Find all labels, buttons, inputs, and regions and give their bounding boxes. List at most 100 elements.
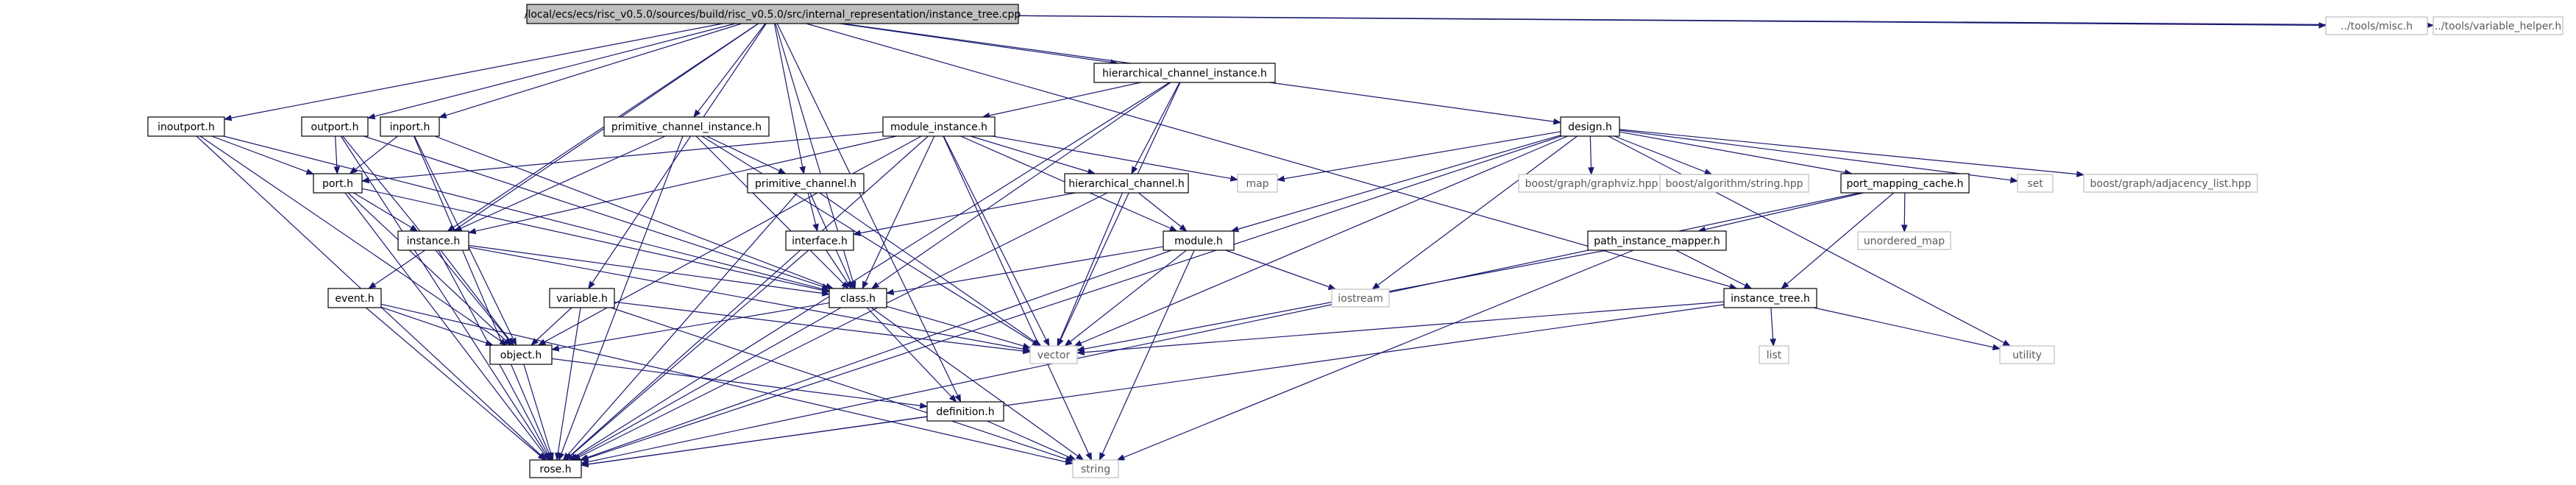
node-object-h[interactable]: object.h [489, 344, 553, 365]
node-box [526, 4, 1019, 24]
node-instance-tree-h[interactable]: instance_tree.h [1723, 288, 1817, 308]
node-label: module_instance.h [890, 121, 987, 133]
node-interface-h[interactable]: interface.h [785, 230, 854, 251]
edge-root-to-inport-h [438, 23, 742, 118]
edge-object-h-to-definition-h [551, 358, 929, 409]
edge-port-mapping-cache-h-to-path-instance-mapper-h [1697, 192, 1864, 233]
node-box [1999, 345, 2055, 364]
node-port-mapping-cache-h[interactable]: port_mapping_cache.h [1840, 173, 1970, 194]
edge-module-instance-h-to-hierarchical-channel-h [970, 135, 1096, 175]
edge-outport-h-to-port-h [333, 135, 341, 175]
node-module-instance-h[interactable]: module_instance.h [882, 116, 996, 137]
edge-root-to-instance-h [447, 23, 759, 232]
node-iostream: iostream [1331, 288, 1390, 308]
node-label: string [1081, 464, 1110, 475]
node-box [1237, 174, 1278, 193]
node-primitive-channel-h[interactable]: primitive_channel.h [747, 173, 865, 194]
node-class-h[interactable]: class.h [828, 288, 887, 308]
node-path-instance-mapper-h[interactable]: path_instance_mapper.h [1587, 230, 1727, 251]
node-box [785, 230, 854, 251]
node-hierarchical-channel-instance-h[interactable]: hierarchical_channel_instance.h [1093, 63, 1276, 83]
node-inport-h[interactable]: inport.h [380, 116, 440, 137]
node-label: list [1767, 350, 1782, 361]
node-port-h[interactable]: port.h [313, 173, 363, 194]
edge-design-h-to-boost-string [1614, 135, 1713, 175]
node-design-h[interactable]: design.h [1560, 116, 1620, 137]
node-box [1093, 63, 1276, 83]
node-label: hierarchical_channel_instance.h [1102, 68, 1267, 79]
edge-primitive-channel-h-to-vector [819, 192, 1042, 347]
node-label: rose.h [539, 464, 571, 475]
node-label: port_mapping_cache.h [1846, 178, 1963, 190]
node-string: string [1072, 459, 1119, 478]
node-label: design.h [1568, 121, 1612, 133]
node-box [397, 230, 469, 251]
node-box [2083, 174, 2258, 193]
node-box [301, 116, 369, 137]
node-label: ../tools/variable_helper.h [2435, 21, 2561, 32]
node-unordered-map: unordered_map [1857, 231, 1951, 250]
edge-class-h-to-vector [886, 305, 1032, 350]
edge-design-h-to-map [1276, 131, 1561, 183]
edge-variable-h-to-string [610, 307, 1074, 462]
edge-module-instance-h-to-port-h [361, 131, 884, 184]
node-root[interactable]: /local/ecs/ecs/risc_v0.5.0/sources/build… [525, 4, 1021, 24]
edge-class-h-to-object-h [550, 302, 830, 352]
node-label: class.h [840, 293, 876, 305]
edge-primitive-channel-instance-h-to-primitive-channel-h [706, 135, 787, 174]
node-box [1163, 230, 1235, 251]
edge-instance-tree-h-to-utility [1813, 307, 2001, 350]
node-label: ../tools/misc.h [2341, 21, 2413, 32]
edge-variable-h-to-rose-h [555, 307, 581, 461]
edge-hierarchical-channel-h-to-vector [1057, 192, 1124, 347]
node-primitive-channel-instance-h[interactable]: primitive_channel_instance.h [603, 116, 770, 137]
edge-module-h-to-vector [1064, 249, 1187, 347]
edge-hierarchical-channel-instance-h-to-hierarchical-channel-h [1131, 82, 1180, 174]
edge-variable-h-to-object-h [531, 307, 572, 346]
node-boost-adjacency: boost/graph/adjacency_list.hpp [2083, 174, 2258, 193]
node-hierarchical-channel-h[interactable]: hierarchical_channel.h [1064, 173, 1189, 194]
edge-root-to-hierarchical-channel-instance-h [839, 23, 1119, 66]
edge-port-mapping-cache-h-to-unordered-map [1901, 192, 1908, 233]
node-tools-variable-helper-h: ../tools/variable_helper.h [2433, 16, 2563, 35]
edge-module-instance-h-to-map [992, 135, 1239, 182]
edge-primitive-channel-instance-h-to-class-h [695, 135, 849, 289]
node-box [1659, 174, 1809, 193]
node-outport-h[interactable]: outport.h [301, 116, 369, 137]
node-instance-h[interactable]: instance.h [397, 230, 469, 251]
edge-primitive-channel-instance-h-to-vector [701, 135, 1040, 347]
node-box [2325, 16, 2428, 35]
edge-instance-h-to-class-h [468, 244, 831, 297]
edge-outport-h-to-rose-h [340, 135, 550, 461]
node-module-h[interactable]: module.h [1163, 230, 1235, 251]
node-label: boost/algorithm/string.hpp [1665, 178, 1803, 190]
node-box [529, 459, 582, 478]
node-label: event.h [335, 293, 374, 305]
node-variable-h[interactable]: variable.h [549, 288, 615, 308]
node-vector: vector [1029, 345, 1078, 364]
edge-event-h-to-rose-h [365, 307, 546, 461]
edge-instance-tree-h-to-list [1770, 307, 1776, 347]
node-label: variable.h [556, 293, 608, 305]
node-utility: utility [1999, 345, 2055, 364]
edge-design-h-to-rose-h [580, 135, 1561, 461]
node-definition-h[interactable]: definition.h [926, 401, 1004, 422]
node-box [828, 288, 887, 308]
node-inoutport-h[interactable]: inoutport.h [147, 116, 225, 137]
node-box [1072, 459, 1119, 478]
node-label: object.h [500, 350, 542, 361]
node-label: inoutport.h [157, 121, 215, 133]
node-box [1064, 173, 1189, 194]
edge-outport-h-to-class-h [363, 135, 831, 290]
edge-design-h-to-boost-graphviz [1588, 135, 1594, 176]
node-box [1560, 116, 1620, 137]
edge-event-h-to-object-h [380, 306, 494, 346]
node-box [380, 116, 440, 137]
node-label: utility [2012, 350, 2042, 361]
node-rose-h[interactable]: rose.h [529, 459, 582, 478]
node-box [1331, 288, 1390, 308]
node-event-h[interactable]: event.h [327, 288, 382, 308]
edge-design-h-to-set [1619, 130, 2019, 184]
edge-module-h-to-rose-h [579, 249, 1172, 461]
node-box [549, 288, 615, 308]
